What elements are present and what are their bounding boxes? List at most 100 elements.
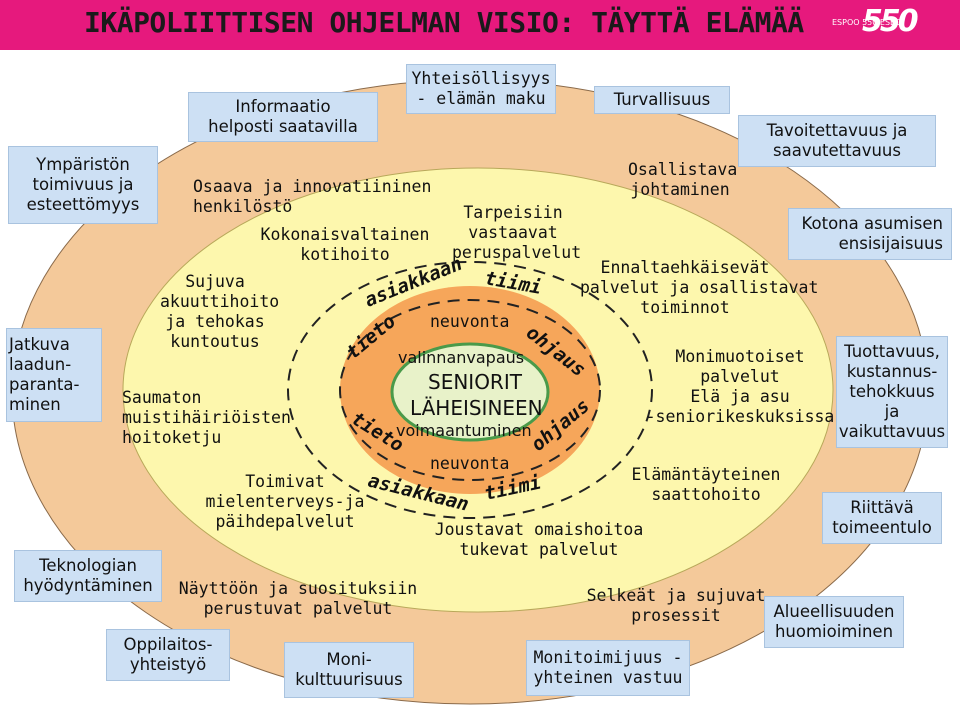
text-line: Elä ja asu [690,387,790,406]
text-line: Oppilaitos- [123,635,213,654]
saumaton-hoitoketju: Saumaton muistihäiriöisten hoitoketju [122,388,291,448]
text-line: Jatkuva [9,335,70,354]
text-line: Osallistava [628,160,738,179]
text-line: tukevat palvelut [459,540,619,559]
text-line: Monitoimijuus - [533,648,683,667]
text-line: huomioiminen [774,622,894,641]
text-line: Toimivat [245,472,325,491]
text-line: Tavoitettavuus ja [766,121,908,140]
text-line: Moni- [326,650,372,669]
text-line: Ympäristön [36,155,130,174]
text-line: ja [884,402,900,421]
text-line: Saumaton [122,388,202,407]
text-line: Ennaltaehkäisevät [600,258,770,277]
text-line: Tarpeisiin [463,203,563,222]
text-line: Teknologian [39,556,137,575]
text-line: -seniorikeskuksissa [645,407,835,426]
text-line: - elämän maku [416,89,546,108]
text-line: helposti saatavilla [208,117,358,136]
text-line: Näyttöön ja suosituksiin [178,579,418,598]
dashed-outer [287,261,653,519]
text-line: peruspalvelut [452,243,582,262]
text-line: Elämäntäyteinen [631,465,781,484]
espoo-logo-text: ESPOO 550 ESBO [832,18,902,27]
text-line: päihdepalvelut [215,512,355,531]
text-line: kustannus- [846,362,938,381]
text-line: Selkeät ja sujuvat [586,586,766,605]
text-line: Joustavat omaishoitoa [434,520,644,539]
sujuva-akuuttihoito: Sujuva akuuttihoito ja tehokas kuntoutus [160,272,279,352]
text-line: saavutettavuus [773,141,901,160]
text-line: henkilöstö [193,197,293,216]
text-line: tehokkuus [849,382,935,401]
kokonaisvaltainen-kotihoito: Kokonaisvaltainen kotihoito [260,225,430,265]
box-yhteisollisyys: Yhteisöllisyys- elämän maku [406,64,556,114]
text-line: palvelut ja osallistavat [580,278,819,297]
label-neuvonta-bottom: neuvonta [430,454,510,473]
text-line: saattohoito [651,485,761,504]
text-line: kulttuurisuus [295,670,403,689]
text-line: Tuottavuus, [844,342,940,361]
text-line: Kotona asumisen [801,214,944,233]
nayttoon-perustuvat: Näyttöön ja suosituksiin perustuvat palv… [178,579,418,619]
osallistava-johtaminen: Osallistava johtaminen [628,160,738,200]
text-line: Yhteisöllisyys [411,69,551,88]
text-line: muistihäiriöisten [122,408,291,427]
toimivat-mielenterveyspalvelut: Toimivat mielenterveys-ja päihdepalvelut [200,472,370,532]
ennaltaehkaisevat-palvelut: Ennaltaehkäisevät palvelut ja osallistav… [580,258,819,318]
text-line: ja tehokas [165,312,265,331]
dashed-inner [339,299,601,481]
text-line: Osaava ja innovatiininen [193,177,432,196]
text-line: hyödyntäminen [23,576,153,595]
text-line: mielenterveys-ja [205,492,365,511]
selkeat-prosessit: Selkeät ja sujuvat prosessit [586,586,766,626]
text-line: prosessit [631,606,721,625]
text-line: vastaavat [468,223,558,242]
text-line: Monimuotoiset [675,347,805,366]
label-neuvonta-top: neuvonta [430,312,510,331]
label-laheisineen: LÄHEISINEEN [410,396,543,420]
text-line: minen [9,395,61,414]
text-line: yhteistyö [129,655,207,674]
osaava-henkilosto: Osaava ja innovatiininen henkilöstö [193,177,431,217]
monimuotoiset-palvelut: Monimuotoiset palvelut Elä ja asu -senio… [645,347,835,427]
box-oppilaitos: Oppilaitos-yhteistyö [106,629,230,681]
box-monitoimijuus: Monitoimijuus -yhteinen vastuu [526,640,690,696]
text-line: kuntoutus [170,332,260,351]
text-line: kotihoito [300,245,390,264]
text-line: toiminnot [640,298,730,317]
text-line: laadun- [9,355,72,374]
label-voimaantuminen: voimaantuminen [396,421,532,440]
text-line: toimivuus ja [32,175,134,194]
box-monikulttuurisuus: Moni-kulttuurisuus [284,642,414,698]
text-line: johtaminen [630,180,730,199]
text-line: perustuvat palvelut [203,599,393,618]
text-line: Informaatio [235,97,331,116]
page-title: IKÄPOLIITTISEN OHJELMAN VISIO: TÄYTTÄ EL… [84,6,804,39]
text-line: palvelut [700,367,780,386]
elamantayteinen-saattohoito: Elämäntäyteinen saattohoito [626,465,786,505]
text-line: esteettömyys [26,195,140,214]
label-seniorit: SENIORIT [428,370,522,394]
core-ellipse [390,342,550,442]
text-line: Riittävä [850,498,914,517]
text-line: hoitoketju [122,428,222,447]
label-valinnanvapaus: valinnanvapaus [398,348,525,367]
text-line: Turvallisuus [613,90,711,109]
text-line: toimeentulo [832,518,932,537]
joustavat-omaishoitoa: Joustavat omaishoitoa tukevat palvelut [432,520,646,560]
tarpeisiin-vastaavat: Tarpeisiin vastaavat peruspalvelut [452,203,582,263]
header-bar [0,0,960,50]
text-line: Kokonaisvaltainen [260,225,430,244]
text-line: ensisijaisuus [838,234,943,253]
espoo-logo: 550 [862,4,919,39]
